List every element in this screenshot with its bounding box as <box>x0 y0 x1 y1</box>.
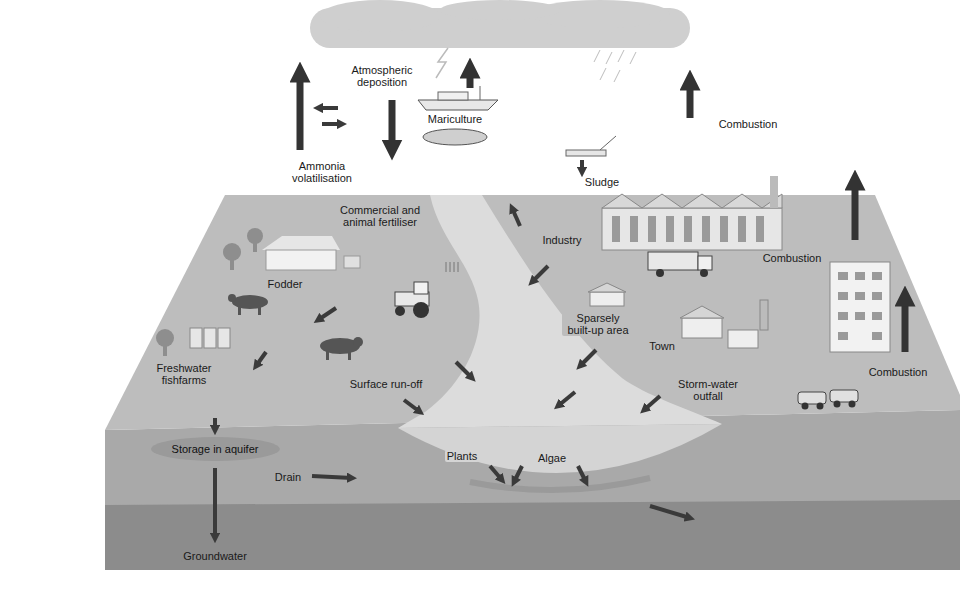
sludge-dock <box>566 136 616 156</box>
oval-shape <box>151 437 280 461</box>
fishfarm <box>190 328 230 348</box>
flow-label: Sludge <box>583 176 621 188</box>
cows <box>228 294 363 360</box>
flow-label: Atmospheric deposition <box>340 64 424 88</box>
flow-label: Town <box>647 340 677 352</box>
flow-label: Sparsely built-up area <box>562 312 634 336</box>
flow-label: Combustion <box>717 118 780 130</box>
flow-label: Combustion <box>761 252 824 264</box>
aquifer-oval: Storage in aquifer <box>150 436 281 462</box>
sediment <box>470 478 650 490</box>
lake-basin <box>398 424 722 473</box>
lightning <box>436 48 448 78</box>
apartment-building <box>830 262 890 352</box>
flow-label: Ammonia volatilisation <box>280 160 364 184</box>
boat <box>418 86 498 110</box>
flow-label: Plants <box>445 450 480 462</box>
flow-label: Combustion <box>867 366 930 378</box>
flow-label: Groundwater <box>181 550 249 562</box>
flux-arrows <box>300 68 905 352</box>
river-water <box>398 195 722 428</box>
land-surface <box>105 195 960 430</box>
flow-label: Industry <box>540 234 583 246</box>
cars <box>798 390 858 410</box>
rain <box>594 50 636 82</box>
flow-label: Storm-water outfall <box>676 378 740 402</box>
small-arrows <box>215 108 690 538</box>
trees <box>156 228 263 356</box>
flow-label: Surface run-off <box>348 378 425 390</box>
flow-label: Commercial and animal fertiliser <box>328 204 432 228</box>
farm <box>262 236 458 272</box>
soil-face <box>105 410 960 570</box>
truck <box>648 252 712 277</box>
flow-label: Mariculture <box>426 113 484 125</box>
flow-label: Drain <box>273 471 303 483</box>
cloud <box>310 0 690 48</box>
mariculture-pen <box>423 129 487 145</box>
flow-label: Algae <box>536 452 568 464</box>
node-text: Storage in aquifer <box>150 443 281 455</box>
flow-label: Fodder <box>266 278 305 290</box>
factory <box>602 176 782 250</box>
flow-label: Freshwater fishfarms <box>148 362 220 386</box>
groundwater-layer <box>105 500 960 570</box>
tractor <box>395 282 429 318</box>
